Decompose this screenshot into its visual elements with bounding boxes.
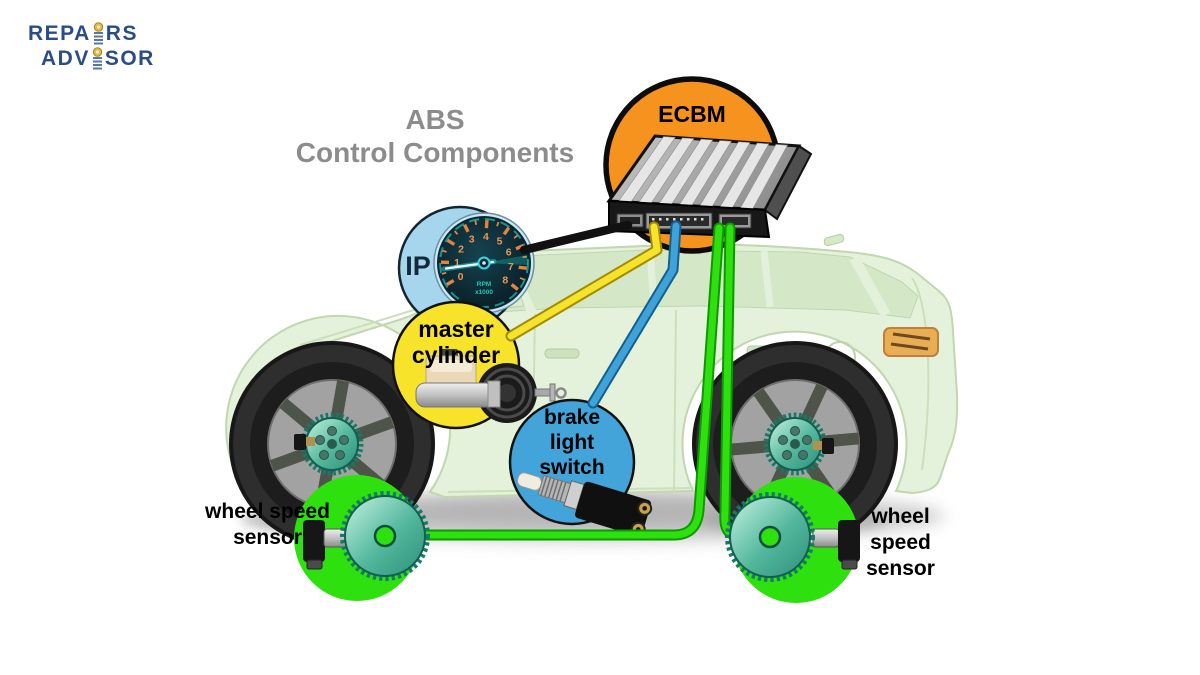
svg-text:7: 7 <box>508 261 514 273</box>
taillight <box>883 327 939 357</box>
ip-callout: 0 1 2 3 4 5 6 7 8 RPM x1000 <box>397 205 535 331</box>
rear-hub-tone-ring <box>763 412 834 476</box>
ecbm-callout <box>603 76 813 254</box>
tone-ring-right <box>725 492 815 582</box>
svg-text:0: 0 <box>458 271 464 283</box>
svg-text:5: 5 <box>497 236 503 248</box>
tachometer-gauge: 0 1 2 3 4 5 6 7 8 RPM x1000 <box>433 212 535 314</box>
shock-absorber-icon <box>92 47 103 70</box>
gauge-unit-label: RPM x1000 <box>475 281 493 296</box>
master-cylinder-callout <box>391 300 567 430</box>
svg-text:2: 2 <box>458 243 464 255</box>
svg-text:x1000: x1000 <box>475 289 493 296</box>
roof-antenna <box>823 233 845 247</box>
door-handle-front <box>544 348 580 359</box>
ecbm-module <box>606 134 813 239</box>
tone-ring-left <box>340 491 430 581</box>
svg-text:4: 4 <box>483 231 489 243</box>
front-hub-tone-ring <box>294 412 364 476</box>
title-line1: ABS <box>405 104 465 135</box>
gauge-minor-ticks <box>441 220 528 281</box>
svg-text:8: 8 <box>502 274 508 286</box>
brand-line2-start: ADV <box>41 47 90 71</box>
gauge-glow-sector <box>484 255 528 265</box>
master-cylinder-illustration <box>415 349 567 423</box>
page-title: ABS Control Components <box>265 104 605 170</box>
svg-text:RPM: RPM <box>477 281 491 288</box>
master-cylinder-label: master cylinder <box>411 316 501 369</box>
wire-ip-to-ecbm <box>519 220 633 255</box>
brand-line2: ADV SOR <box>41 47 155 72</box>
rear-wheel <box>692 341 898 547</box>
brand-line1-end: RS <box>105 22 138 46</box>
brand-logo: REPA RS ADV SOR <box>28 22 155 72</box>
wire-brake-switch-to-ecbm <box>589 222 680 407</box>
gauge-major-ticks <box>440 219 527 291</box>
brake-light-switch-label: brake light switch <box>539 406 605 479</box>
gauge-needle <box>441 256 497 272</box>
brand-line2-end: SOR <box>104 47 155 71</box>
shock-absorber-icon <box>93 22 103 45</box>
brand-line1-start: REPA <box>28 22 91 46</box>
ip-label: IP <box>405 251 431 281</box>
wire-ecbm-to-left-sensor <box>423 224 723 539</box>
car-illustration <box>225 233 959 547</box>
wheel-speed-sensor-label-left: wheel speed sensor <box>205 500 330 550</box>
gauge-numbers: 0 1 2 3 4 5 6 7 8 <box>454 231 514 286</box>
brand-line1: REPA RS <box>28 22 155 47</box>
svg-text:6: 6 <box>506 247 512 259</box>
wheel-speed-sensor-label-right: wheel speed sensor <box>866 505 935 581</box>
ecbm-label: ECBM <box>658 101 726 127</box>
svg-text:3: 3 <box>469 234 475 246</box>
svg-text:1: 1 <box>454 257 460 269</box>
title-line2: Control Components <box>295 136 575 168</box>
wire-master-cylinder-to-ecbm <box>507 223 661 340</box>
